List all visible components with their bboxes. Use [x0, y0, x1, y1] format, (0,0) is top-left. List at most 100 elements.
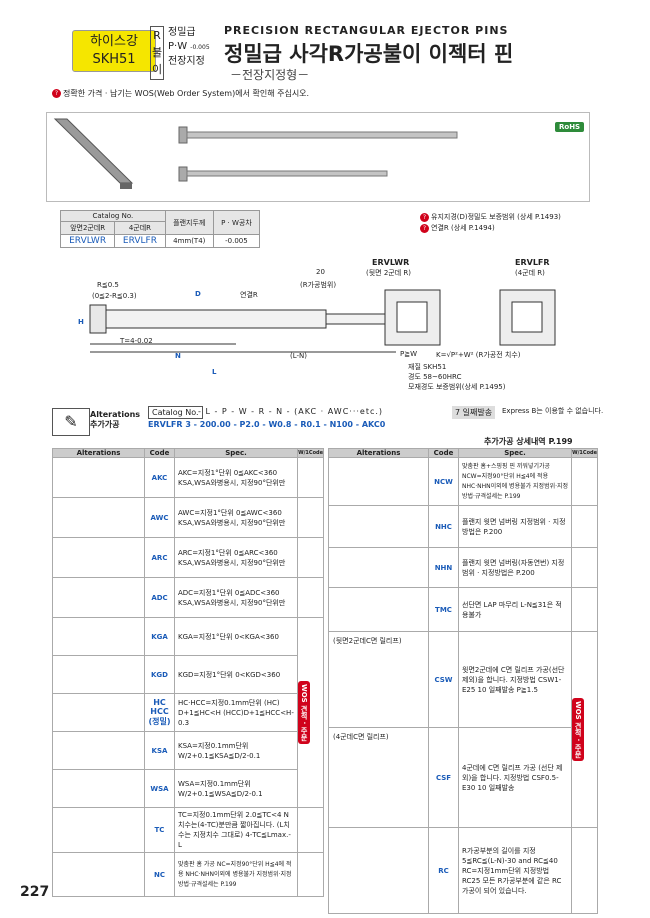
hdr-w1code-r: W/1Code — [571, 448, 598, 458]
feature-list: 정밀급 P·W -0.005 전장지정 — [168, 26, 210, 69]
spec-arc: ARC=지정1°단위 0≦ARC<360 KSA,WSA와병용시, 지정90°단… — [173, 537, 299, 578]
subtitle: －전장지정형－ — [230, 68, 310, 82]
csf-label: (4군데C면 릴리프) — [328, 727, 429, 828]
spec-rc: R가공부분의 길이를 지정 5≦RC≦(L-N)-30 and RC≦40 RC… — [457, 827, 573, 914]
w-cell — [571, 587, 598, 632]
notice: ?정확한 가격 · 납기는 WOS(Web Order System)에서 확인… — [52, 88, 309, 99]
info-icon: ? — [420, 212, 429, 222]
spec-hc: HC·HCC=지정0.1mm단위 (HC) D+1≦HC<H (HCC)D+1≦… — [173, 693, 299, 732]
technical-drawing — [89, 289, 556, 353]
spec-tmc: 선단면 LAP 마무리 L-N≦31은 적용불가 — [457, 587, 573, 632]
order-fields: - L - P - W - R - N - (AKC · AWC···etc.) — [198, 407, 384, 416]
label-d: D — [195, 290, 201, 298]
spec-wsa: WSA=지정0.1mm단위 W/2+0.1≦WSA≦D/2-0.1 — [173, 769, 299, 808]
title-en: PRECISION RECTANGULAR EJECTOR PINS — [224, 24, 509, 37]
label-back2r: (뒷면 2군데 R) — [366, 269, 411, 277]
feature-2-text: P·W — [168, 41, 188, 52]
csw-label: (뒷면2군데C면 릴리프) — [328, 631, 429, 728]
alt-img — [328, 587, 429, 632]
order-catalog: Catalog No. — [148, 406, 203, 419]
feature-2: P·W -0.005 — [168, 40, 210, 55]
hdr-code-r: Code — [428, 448, 459, 458]
w-cell — [297, 457, 324, 498]
detail-link[interactable]: 추가가공 상세내역 P.199 — [484, 437, 573, 446]
alt-img — [52, 807, 145, 853]
spec-nhc: 플랜지 윗면 넘버링 지정범위 · 지정방법은 P.200 — [457, 505, 573, 548]
pin-photo-icon — [53, 118, 458, 189]
spec-akc: AKC=지정1°단위 0≦AKC<360 KSA,WSA와병용시, 지정90°단… — [173, 457, 299, 498]
spec-adc: ADC=지정1°단위 0≦ADC<360 KSA,WSA와병용시, 지정90°단… — [173, 577, 299, 618]
alt-img — [52, 577, 145, 618]
label-ervlfr: ERVLFR — [515, 258, 550, 267]
code-tmc: TMC — [428, 587, 459, 632]
wos-badge-right: WOS 견적 · 주문 — [572, 698, 585, 761]
ref-1-text: 유지지경(D)정밀도 보증범위 (상세 P.1493) — [431, 213, 561, 221]
code-rc: RC — [428, 827, 459, 914]
wos-cell: WOS 견적 · 주문 — [297, 617, 324, 808]
code-tc: TC — [144, 807, 175, 853]
code-csf: CSF — [428, 727, 459, 828]
label-ervlwr: ERVLWR — [372, 258, 410, 267]
code-kgd: KGD — [144, 655, 175, 694]
catalog-ervlfr[interactable]: ERVLFR — [114, 234, 166, 248]
wos-badge-left: WOS 견적 · 주문 — [298, 681, 311, 744]
wos-cell: WOS 견적 · 주문 — [571, 631, 598, 828]
field-p: P — [221, 407, 228, 416]
w-cell — [571, 457, 598, 506]
catalog-header: Catalog No. — [60, 210, 166, 222]
feature-2-tol: -0.005 — [190, 44, 210, 51]
spec-tc: TC=지정0.1mm단위 2.0≦TC<4 N치수는(4-TC)분만큼 짧아집니… — [173, 807, 299, 853]
label-l: L — [212, 368, 217, 376]
product-photo — [46, 112, 590, 202]
code-nhc: NHC — [428, 505, 459, 548]
label-r05: R≦0.5 — [97, 281, 119, 289]
hdr-spec-r: Spec. — [457, 448, 573, 458]
code-adc: ADC — [144, 577, 175, 618]
material-code: SKH51 — [92, 52, 136, 67]
alt-img — [52, 852, 145, 897]
w-cell — [297, 537, 324, 578]
field-w: W — [238, 407, 248, 416]
col-front: 앞면2군데R — [59, 221, 116, 235]
alterations-icon: ✎ — [52, 408, 90, 436]
ref-2-text: 연결R (상세 P.1494) — [431, 224, 495, 232]
express-note: Express B는 이용할 수 없습니다. — [502, 407, 604, 415]
label-4r: (4군데 R) — [515, 269, 545, 277]
spec-kgd: KGD=지정1°단위 0<KGD<360 — [173, 655, 299, 694]
spec-base: 모재경도 보증범위(상세 P.1495) — [408, 383, 506, 391]
label-k: K=√P²+W² (R가공전 치수) — [436, 351, 521, 359]
alt-img — [328, 457, 429, 506]
col-four: 4군데R — [114, 221, 166, 235]
spec-kga: KGA=지정1°단위 0<KGA<360 — [173, 617, 299, 656]
alt-img — [52, 457, 145, 498]
w-cell — [571, 505, 598, 548]
col-pw: P · W공차 — [212, 210, 261, 235]
page-number: 227 — [20, 884, 50, 900]
alt-img — [52, 693, 145, 732]
order-example: ERVLFR 3 - 200.00 - P2.0 - W0.8 - R0.1 -… — [148, 420, 386, 429]
w-cell — [297, 807, 324, 853]
label-r-range: (R가공범위) — [300, 281, 337, 289]
catalog-thickness: 4mm(T4) — [164, 234, 214, 248]
table-row: HC HCC (정밀)HC·HCC=지정0.1mm단위 (HC) D+1≦HC<… — [52, 693, 324, 732]
spec-nc: 맞춤판 홈 가공 NC=지정90°단위 H≦4에 적용 NHC·NHN이외에 병… — [173, 852, 299, 897]
alterations-en: Alterations — [90, 410, 141, 419]
w-cell — [571, 547, 598, 588]
alt-img — [328, 827, 429, 914]
code-arc: ARC — [144, 537, 175, 578]
field-alt: (AKC · AWC···etc.) — [294, 407, 384, 416]
spec-hardness: 경도 58~60HRC — [408, 373, 462, 381]
spec-csw: 윗면2군데에 C면 릴리프 가공(선단 제외)을 합니다. 지정방법 CSW1-… — [457, 631, 573, 728]
code-kga: KGA — [144, 617, 175, 656]
alt-img — [52, 497, 145, 538]
